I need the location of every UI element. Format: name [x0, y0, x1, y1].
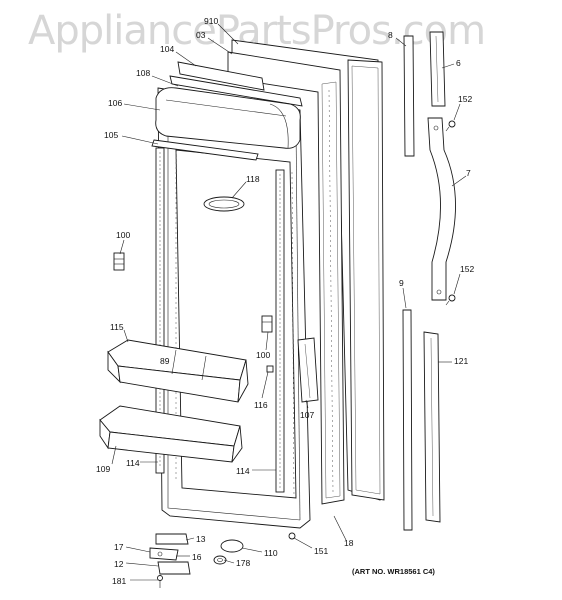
hinge-part-12	[157, 561, 191, 575]
hinge-bracket-13	[155, 533, 189, 545]
upper-door-bin	[107, 339, 249, 403]
washer-178	[213, 555, 227, 565]
screw-upper	[445, 120, 456, 132]
callout-114-right: 114	[236, 466, 250, 476]
callout-181: 181	[112, 576, 126, 586]
callout-152-upper: 152	[458, 94, 472, 104]
callout-6: 6	[456, 58, 461, 68]
callout-16: 16	[192, 552, 202, 562]
callout-9: 9	[399, 278, 404, 288]
top-cap	[169, 61, 303, 107]
callout-152-lower: 152	[460, 264, 474, 274]
leader-lines	[111, 23, 467, 581]
screw-lower	[445, 294, 456, 306]
callout-178: 178	[236, 558, 250, 568]
callout-17: 17	[114, 542, 124, 552]
callout-18: 18	[344, 538, 354, 548]
handle-recess	[203, 196, 245, 212]
trim-strip-right	[423, 331, 441, 523]
callout-89: 89	[160, 356, 170, 366]
callout-13: 13	[196, 534, 206, 544]
callout-106: 106	[108, 98, 122, 108]
callout-151: 151	[314, 546, 328, 556]
callout-118: 118	[246, 174, 260, 184]
callout-910: 910	[204, 16, 218, 26]
lower-door-bin	[99, 405, 243, 463]
shelf-rail-center-right	[291, 171, 295, 499]
callout-116: 116	[254, 400, 268, 410]
callout-100-right: 100	[256, 350, 270, 360]
callout-8: 8	[388, 30, 393, 40]
callout-121: 121	[454, 356, 468, 366]
callout-104: 104	[160, 44, 174, 54]
callout-03: 03	[196, 30, 206, 40]
clip-left	[113, 252, 125, 271]
callout-110: 110	[264, 548, 278, 558]
door-stop-110	[220, 539, 244, 553]
callout-105: 105	[104, 130, 118, 140]
dairy-cover	[155, 87, 301, 149]
callout-100-left: 100	[116, 230, 130, 240]
shelf-rail-left	[155, 147, 165, 474]
screw-151	[288, 532, 296, 540]
screw-181	[157, 575, 163, 588]
callout-7: 7	[466, 168, 471, 178]
clip-right	[261, 315, 273, 333]
callout-12: 12	[114, 559, 124, 569]
callout-107: 107	[300, 410, 314, 420]
hinge-part-16	[149, 547, 179, 561]
callout-115: 115	[110, 322, 124, 332]
door-handle	[427, 117, 456, 301]
small-fastener	[266, 365, 274, 373]
callout-114-left: 114	[126, 458, 140, 468]
door-liner	[157, 87, 311, 529]
dairy-door-strip	[151, 139, 259, 161]
hinge-strip	[297, 337, 319, 403]
shelf-rail-right	[275, 169, 285, 493]
trim-strip-8	[403, 35, 415, 157]
handle-end-cap	[429, 31, 446, 107]
trim-strip-9	[402, 309, 413, 531]
callout-labels: 910 03 104 108 106 105 118 100 115 89 10…	[96, 16, 474, 586]
art-number: (ART NO. WR18561 C4)	[352, 567, 435, 576]
callout-109: 109	[96, 464, 110, 474]
callout-108: 108	[136, 68, 150, 78]
